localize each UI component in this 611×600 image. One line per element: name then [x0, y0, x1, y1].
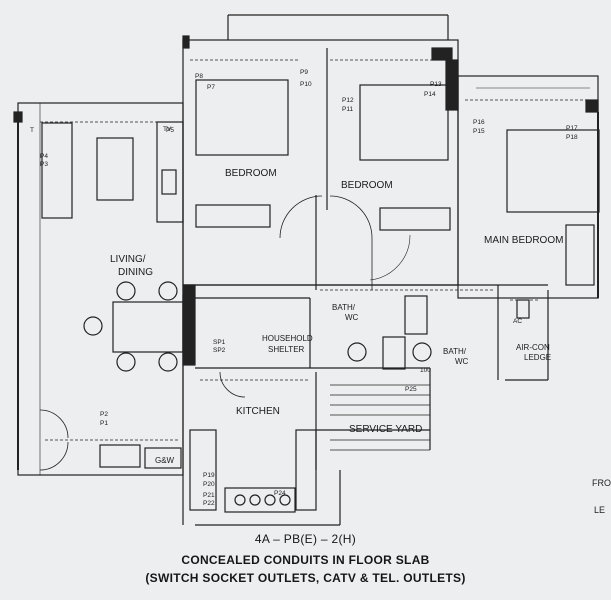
caption-line-2: (SWITCH SOCKET OUTLETS, CATV & TEL. OUTL… [145, 571, 466, 585]
label-living: LIVING/ [110, 254, 146, 265]
outlet-tel: T [30, 127, 34, 134]
label-bath-1-wc: WC [345, 313, 359, 322]
label-gw: G&W [155, 456, 175, 465]
bedroom-block [182, 39, 459, 286]
label-bedroom-2: BEDROOM [341, 180, 393, 191]
outlet-p5: P5 [166, 127, 174, 134]
label-dining: DINING [118, 267, 153, 278]
outlet-p18: P18 [566, 134, 578, 141]
label-aircon: AIR-CON [516, 343, 550, 352]
label-shelter: SHELTER [268, 345, 305, 354]
label-aircon-ledge: LEDGE [524, 353, 551, 362]
outlet-100: 100 [420, 367, 431, 374]
outlet-p11: P11 [342, 106, 353, 113]
outlet-p12: P12 [342, 97, 354, 104]
label-bath-2-wc: WC [455, 357, 469, 366]
outlet-p24: P24 [274, 490, 286, 497]
outlet-p25: P25 [405, 386, 417, 393]
sofa [41, 122, 73, 219]
label-bedroom-1: BEDROOM [225, 168, 277, 179]
outlet-p8: P8 [195, 73, 203, 80]
outlet-sp1: SP1 [213, 339, 226, 346]
caption-unit: 4A – PB(E) – 2(H) [254, 532, 357, 546]
bed-1 [195, 79, 289, 156]
bedroom1-door-swing [279, 195, 323, 239]
outlet-p3: P3 [40, 161, 48, 168]
outlet-p2: P2 [100, 411, 108, 418]
label-main-bedroom: MAIN BEDROOM [484, 235, 563, 246]
outlet-ac: AC [513, 318, 522, 325]
side-text-b: LE [594, 505, 606, 515]
main-bed [506, 129, 600, 213]
outlet-p19: P19 [203, 472, 215, 479]
outlet-p13: P13 [430, 81, 442, 88]
coffee-table [96, 137, 134, 201]
outlet-p16: P16 [473, 119, 485, 126]
dining-table [112, 301, 184, 353]
main-bedroom-block [457, 75, 599, 299]
outlet-p15: P15 [473, 128, 485, 135]
outlet-p22: P22 [203, 500, 215, 507]
tv-cabinet [156, 121, 184, 223]
outlet-p1: P1 [100, 420, 108, 427]
outlet-p7: P7 [207, 84, 215, 91]
outlet-p14: P14 [424, 91, 436, 98]
caption-line-1: CONCEALED CONDUITS IN FLOOR SLAB [181, 553, 430, 567]
label-bath-2: BATH/ [443, 347, 467, 356]
toilet-1 [347, 342, 367, 362]
outlet-p21: P21 [203, 492, 215, 499]
label-bath-1: BATH/ [332, 303, 356, 312]
outlet-sp2: SP2 [213, 347, 226, 354]
outlet-p4: P4 [40, 153, 48, 160]
outlet-p20: P20 [203, 481, 215, 488]
side-text-a: FRO [592, 478, 611, 488]
outlet-p9: P9 [300, 69, 308, 76]
label-kitchen: KITCHEN [236, 406, 280, 417]
outlet-p10: P10 [300, 81, 312, 88]
label-household: HOUSEHOLD [262, 334, 313, 343]
toilet-2 [412, 342, 432, 362]
label-service-yard: SERVICE YARD [349, 424, 422, 435]
bedroom2-door-swing [329, 195, 373, 239]
outlet-p17: P17 [566, 125, 578, 132]
outlet-tv: TV [163, 126, 172, 133]
entrance-door-swing [39, 409, 69, 439]
bed-2 [359, 84, 449, 161]
